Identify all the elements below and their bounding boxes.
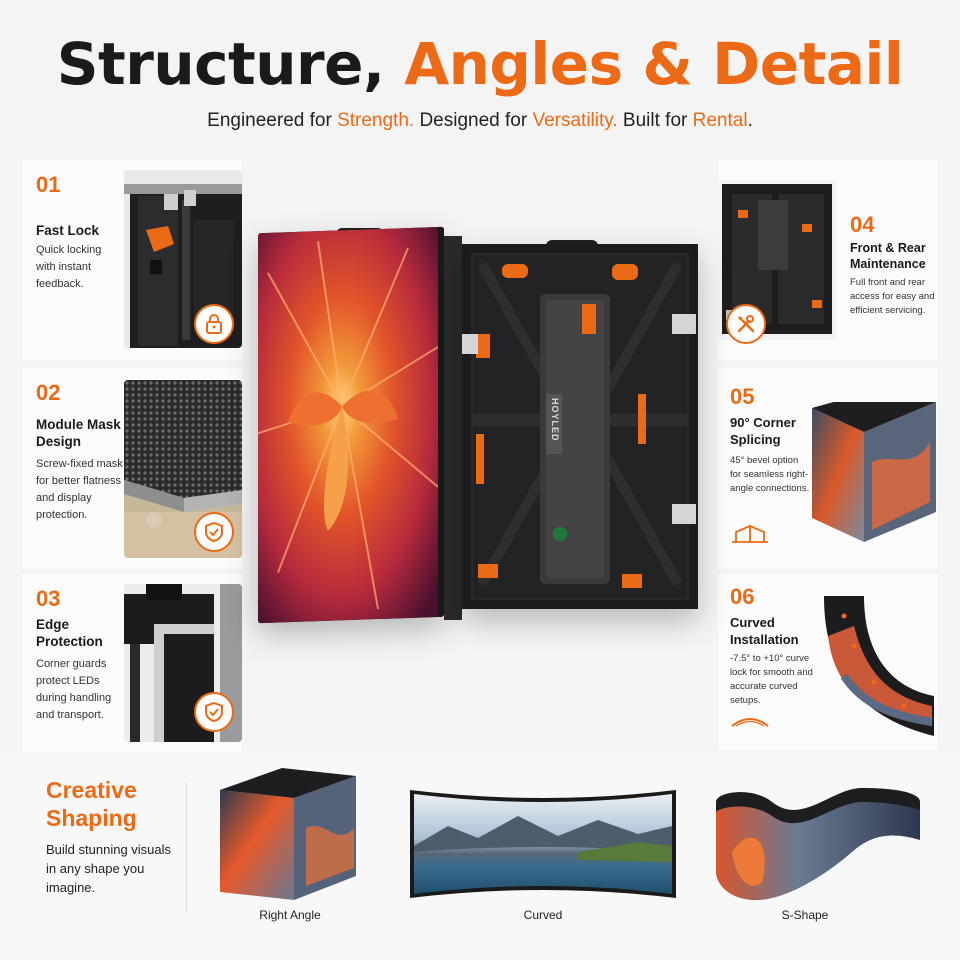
brand-logo: HOYLED <box>550 398 560 442</box>
shield-check-icon <box>194 512 234 552</box>
feature-card-module-mask: 02 Module Mask Design Screw-fixed mask f… <box>22 368 242 568</box>
feature-description: -7.5° to +10° curve lock for smooth and … <box>730 653 813 706</box>
padlock-icon <box>194 304 234 344</box>
feature-number: 03 <box>36 586 61 611</box>
feature-title: Front & Rear Maintenance <box>850 241 926 271</box>
feature-number: 06 <box>730 584 755 609</box>
feature-title: Fast Lock <box>36 223 100 238</box>
feature-card-fast-lock: 01 Fast Lock Quick locking with instant … <box>22 160 242 360</box>
module-mask-photo <box>124 380 242 558</box>
feature-card-maintenance: 04 Front & Rear Maintenance Full front a… <box>718 160 938 360</box>
right-angle-shape-image <box>216 768 360 906</box>
curved-shape-image <box>408 786 678 904</box>
feature-title: 90° Corner Splicing <box>730 415 796 447</box>
panel-side-edge <box>444 236 462 620</box>
divider <box>186 782 187 912</box>
title-part2: Angles & Detail <box>404 30 904 98</box>
feature-description: Corner guards protect LEDs during handli… <box>36 658 112 721</box>
feature-number: 05 <box>730 384 755 409</box>
subtitle-text-1: Engineered for <box>207 110 338 131</box>
feature-description: Screw-fixed mask for better flatness and… <box>36 458 123 521</box>
feature-title: Curved Installation <box>730 615 799 647</box>
maintenance-photo <box>718 180 836 340</box>
curved-installation-photo <box>814 586 938 748</box>
shield-check-icon <box>194 692 234 732</box>
s-shape-image <box>712 782 924 906</box>
feature-description: Full front and rear access for easy and … <box>850 277 935 316</box>
feature-title: Module Mask Design <box>36 417 121 449</box>
feature-description: 45° bevel option for seamless right-angl… <box>730 455 810 494</box>
feature-number: 01 <box>36 172 61 197</box>
creative-shaping-section: Creative Shaping Build stunning visuals … <box>0 752 960 960</box>
curve-icon <box>730 714 770 733</box>
feature-title: Edge Protection <box>36 617 103 649</box>
feature-card-edge-protection: 03 Edge Protection Corner guards protect… <box>22 574 242 774</box>
subtitle-text-2: Designed for <box>414 110 533 131</box>
led-panel-rear <box>462 244 698 609</box>
feature-card-corner-splicing: 05 90° Corner Splicing 45° bevel option … <box>718 368 938 568</box>
title-part1: Structure, <box>56 30 405 98</box>
subtitle-highlight-rental: Rental <box>692 110 748 131</box>
subtitle-text-3: Built for <box>617 110 693 131</box>
feature-number: 02 <box>36 380 61 405</box>
shape-label-s-shape: S-Shape <box>781 908 829 922</box>
feature-number: 04 <box>850 212 875 237</box>
subtitle-highlight-strength: Strength. <box>337 110 415 131</box>
subtitle-text-4: . <box>747 110 753 131</box>
page-subtitle: Engineered for Strength. Designed for Ve… <box>0 110 960 132</box>
feature-description: Quick locking with instant feedback. <box>36 244 102 290</box>
shape-label-curved: Curved <box>523 908 563 922</box>
creative-description: Build stunning visuals in any shape you … <box>46 842 172 895</box>
creative-title: Creative Shaping <box>46 777 137 831</box>
feature-card-curved-installation: 06 Curved Installation -7.5° to +10° cur… <box>718 574 938 750</box>
led-panel-front <box>258 226 444 624</box>
corner-icon <box>730 522 770 549</box>
wrench-screwdriver-icon <box>726 304 766 344</box>
subtitle-highlight-versatility: Versatility. <box>532 110 618 131</box>
page-title: Structure, Angles & Detail <box>0 30 960 98</box>
shape-label-right-angle: Right Angle <box>259 908 321 922</box>
corner-splicing-photo <box>812 388 936 548</box>
